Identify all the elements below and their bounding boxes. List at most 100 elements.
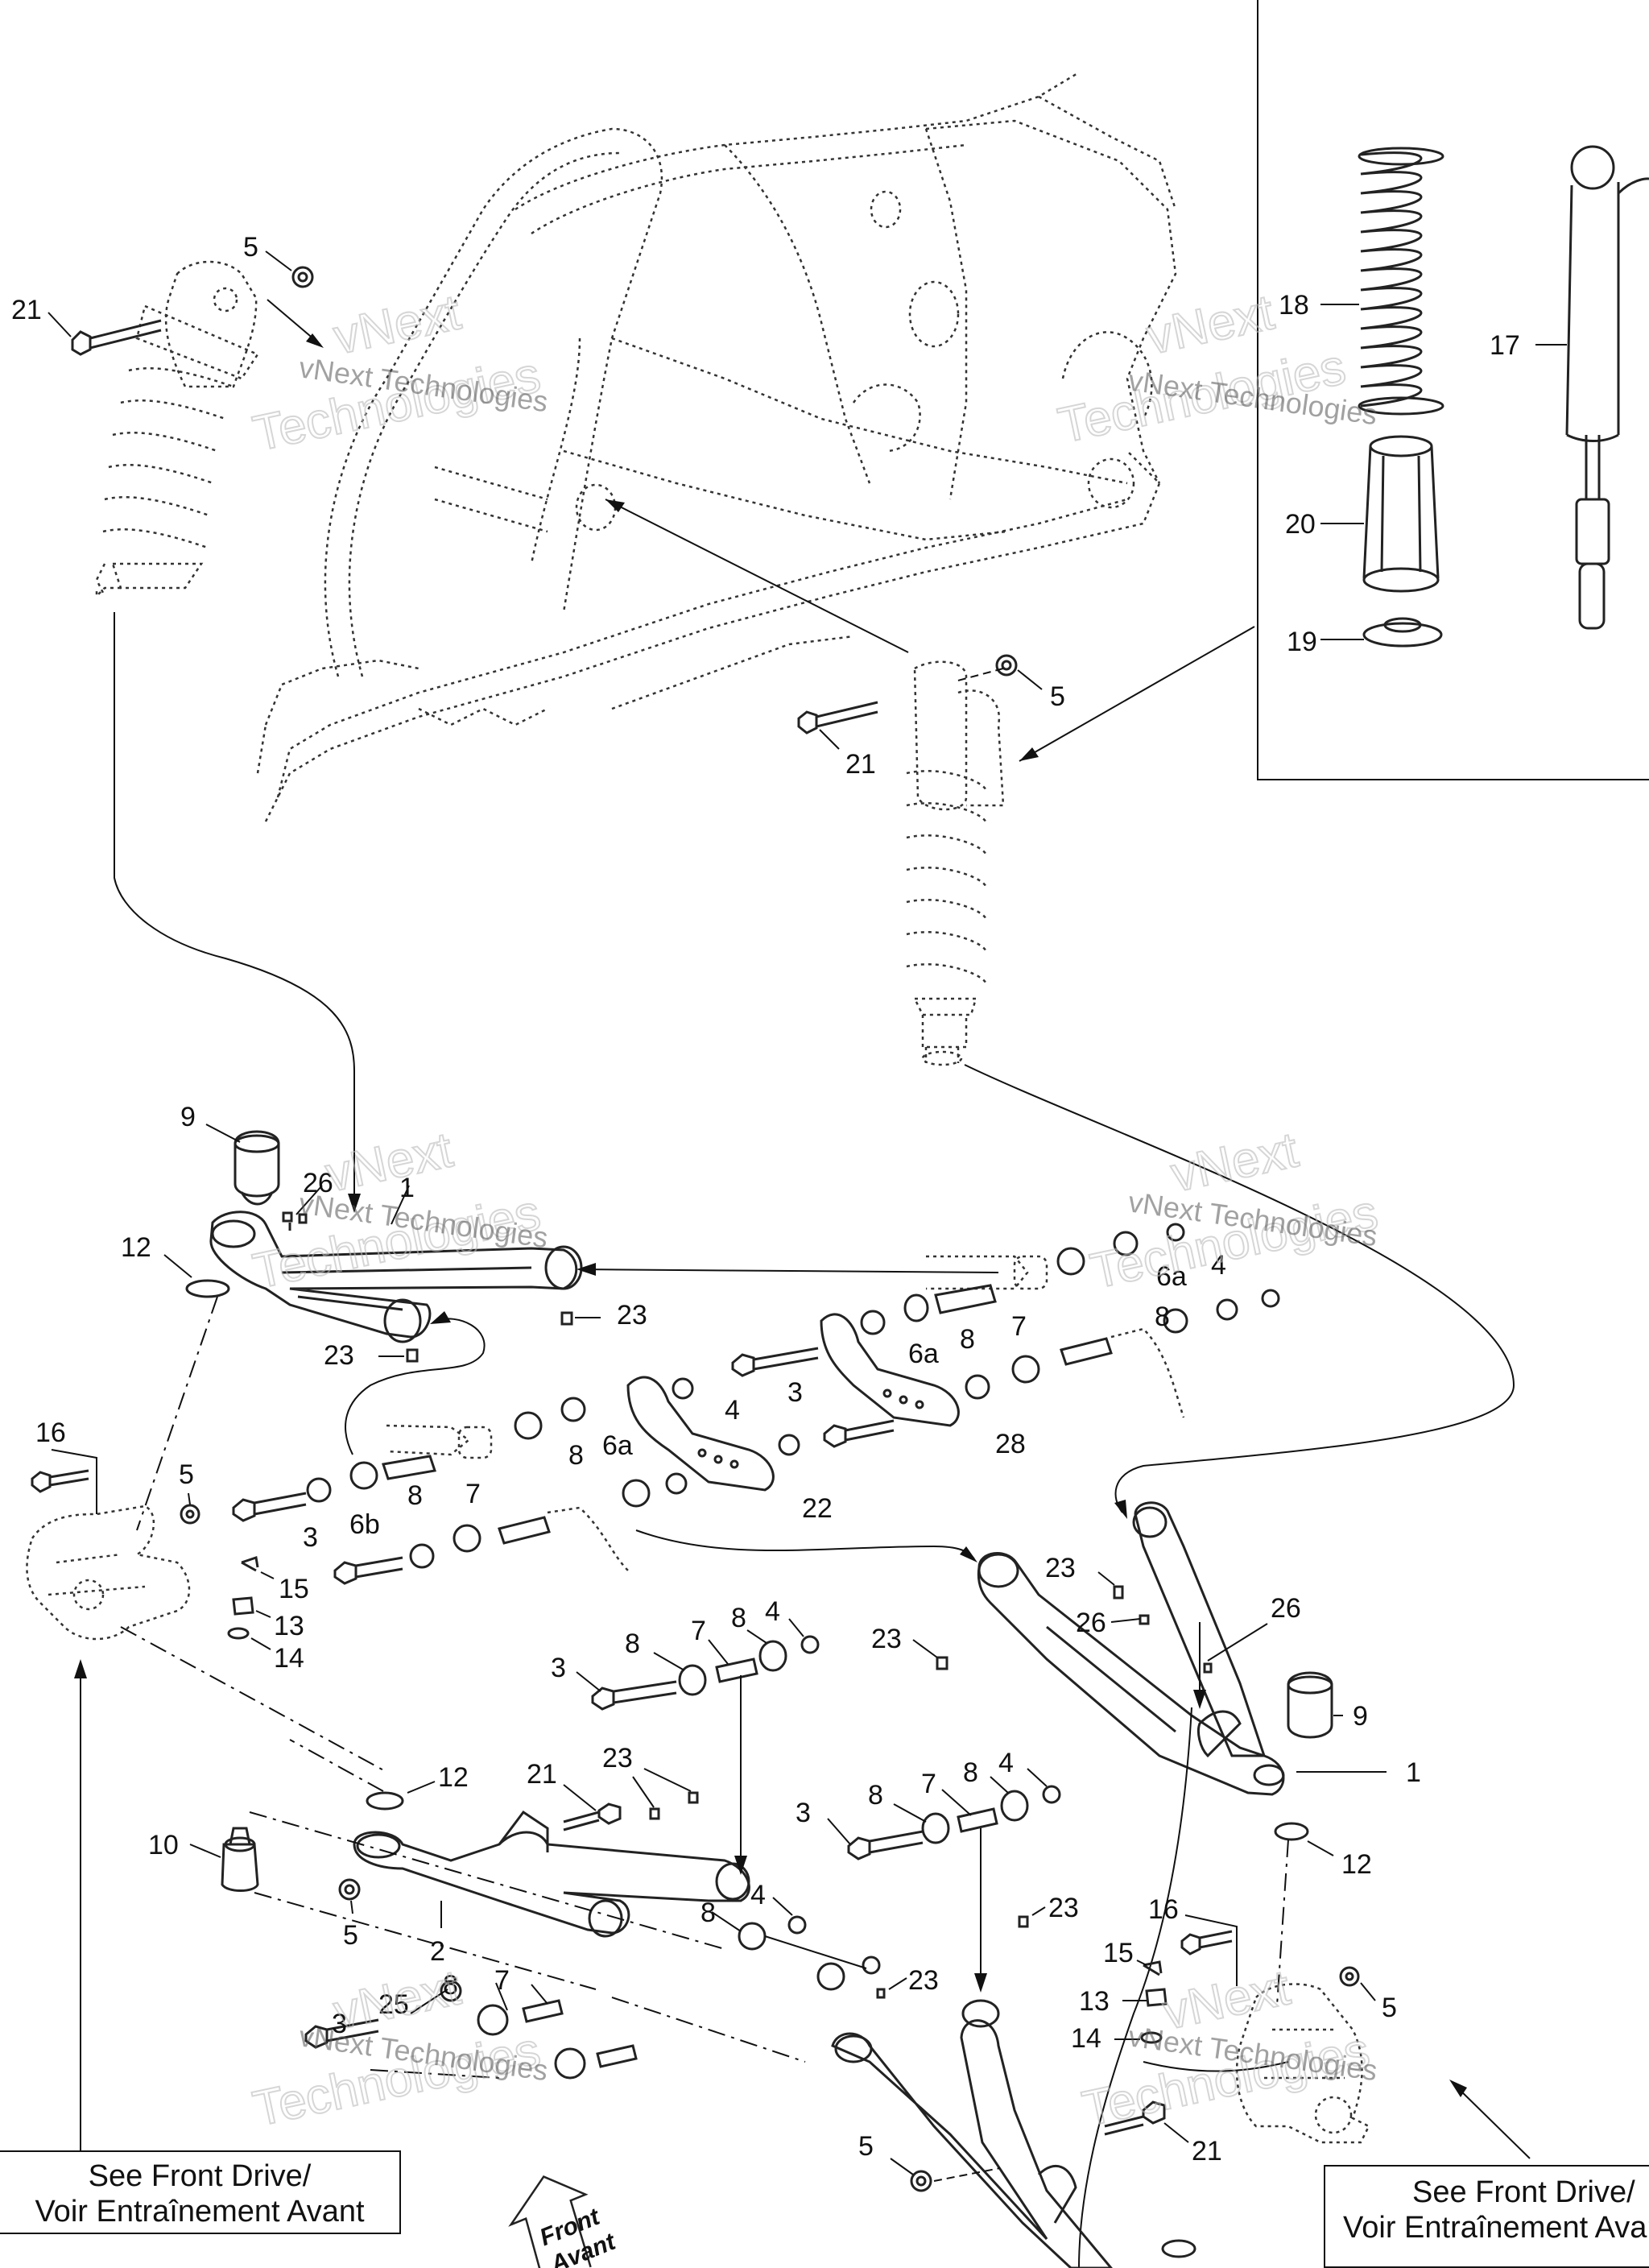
sleeve-20-part: [1362, 435, 1440, 593]
watermark-text: vNext: [329, 284, 465, 365]
callout: 16: [35, 1418, 66, 1448]
ball-joint-9-part: [234, 1130, 280, 1206]
ball-joint-10-part: [221, 1827, 259, 1892]
bushing-assembly-upper: [731, 1223, 1280, 1448]
callout: 5: [1050, 681, 1065, 712]
spring-18-part: [1358, 147, 1444, 416]
callout: 28: [995, 1429, 1026, 1459]
reference-line1: See Front Drive/: [88, 2159, 312, 2193]
callout: 3: [787, 1377, 803, 1408]
nut-5-part: [180, 1504, 200, 1525]
callout: 3: [551, 1653, 566, 1683]
grease-fitting-23-part: [649, 1807, 660, 1820]
callout: 12: [121, 1232, 151, 1263]
callout: 8: [625, 1629, 640, 1659]
callout: 7: [691, 1616, 706, 1646]
callout: 15: [1103, 1938, 1134, 1968]
callout: 6a: [908, 1339, 939, 1369]
vehicle-frame: [256, 71, 1177, 822]
nut-13-part: [232, 1596, 254, 1616]
upper-a-arm-right: [977, 1501, 1285, 1796]
callout: 6b: [349, 1509, 380, 1540]
callout: 26: [303, 1168, 333, 1198]
callout: 5: [179, 1459, 194, 1490]
callout: 22: [802, 1493, 833, 1524]
callout: 21: [845, 749, 876, 780]
callout: 16: [1148, 1894, 1179, 1925]
callout: 4: [998, 1748, 1014, 1778]
callout: 5: [1382, 1993, 1397, 2023]
callout: 7: [494, 1965, 510, 1996]
callout: 4: [750, 1880, 766, 1910]
circlip-12-part: [1274, 1822, 1309, 1841]
callout: 10: [148, 1830, 179, 1860]
seat-19-part: [1362, 617, 1443, 648]
grease-fitting-26-part: [1139, 1614, 1150, 1625]
callout: 21: [1192, 2136, 1222, 2167]
callout: 6a: [1156, 1261, 1187, 1292]
callout-labels: 21 5 5 21 18 17 20 19 9 26 1 12 23 23 6a…: [11, 232, 1520, 2167]
nut-5-part: [1339, 1966, 1360, 1987]
callout: 13: [1079, 1986, 1110, 2017]
callout: 8: [868, 1780, 883, 1811]
callout: 23: [324, 1340, 354, 1371]
shock-17-part: [1565, 145, 1649, 630]
callout: 5: [243, 232, 258, 263]
callout: 8: [701, 1898, 716, 1928]
callout: 14: [1071, 2023, 1101, 2054]
washer-14-part: [1140, 2031, 1163, 2044]
callout: 5: [858, 2131, 874, 2162]
callout: 1: [1406, 1757, 1421, 1788]
callout: 25: [378, 1989, 409, 2020]
reference-line1: See Front Drive/: [1412, 2175, 1635, 2209]
reference-box-left: See Front Drive/ Voir Entraînement Avant: [0, 2150, 401, 2234]
grease-fitting-23-part: [876, 1988, 886, 1999]
reference-line2: Voir Entraînement Avant: [1343, 2211, 1649, 2245]
grease-fitting-23-part: [1113, 1585, 1124, 1600]
callout: 23: [1045, 1553, 1076, 1583]
front-direction-arrow: Front Avant: [508, 2175, 621, 2268]
callout: 12: [1341, 1849, 1372, 1880]
callout: 8: [407, 1480, 423, 1511]
grease-fitting-26-part: [1203, 1662, 1213, 1674]
callout: 18: [1279, 290, 1309, 321]
callout: 6a: [602, 1430, 633, 1461]
nut-5-part: [910, 2170, 932, 2192]
cotter-pin-15-part: [1143, 1960, 1163, 1976]
callout: 8: [1155, 1302, 1170, 1332]
circlip-12-part: [185, 1279, 230, 1298]
grease-fitting-23-part: [1018, 1915, 1029, 1928]
grease-fitting-23-part: [560, 1311, 573, 1326]
hardware-stack-middle: [591, 1635, 820, 1711]
callout: 23: [908, 1965, 939, 1996]
bolt-16-part: [1180, 1930, 1233, 1956]
bolt-21-part: [71, 319, 162, 356]
callout: 3: [796, 1798, 811, 1828]
callout: 8: [568, 1440, 584, 1471]
grease-fitting-23-part: [936, 1656, 948, 1670]
callout: 20: [1285, 509, 1316, 540]
bolt-21-part: [797, 701, 878, 735]
nut-13-part: [1145, 1988, 1168, 2007]
callout: 8: [960, 1324, 975, 1355]
nut-5-part: [338, 1878, 361, 1901]
nut-5-part: [995, 654, 1018, 677]
steering-knuckle-right: [1235, 1983, 1370, 2144]
callout: 4: [1211, 1250, 1226, 1281]
callout: 8: [443, 1970, 458, 2001]
callout: 4: [765, 1596, 780, 1627]
callout: 23: [871, 1624, 902, 1654]
callout: 8: [963, 1757, 978, 1788]
callout: 4: [725, 1395, 740, 1426]
bolt-21-part: [1104, 2100, 1166, 2136]
steering-knuckle-left: [26, 1504, 191, 1641]
grease-fitting-23-part: [406, 1348, 419, 1363]
callout: 26: [1271, 1593, 1301, 1624]
callout: 12: [438, 1762, 469, 1793]
watermark-text: vNext: [321, 1122, 457, 1202]
bolt-21-part: [563, 1802, 622, 1831]
callout: 21: [527, 1759, 557, 1790]
callout: 2: [430, 1936, 445, 1967]
bolt-16-part: [31, 1469, 89, 1493]
